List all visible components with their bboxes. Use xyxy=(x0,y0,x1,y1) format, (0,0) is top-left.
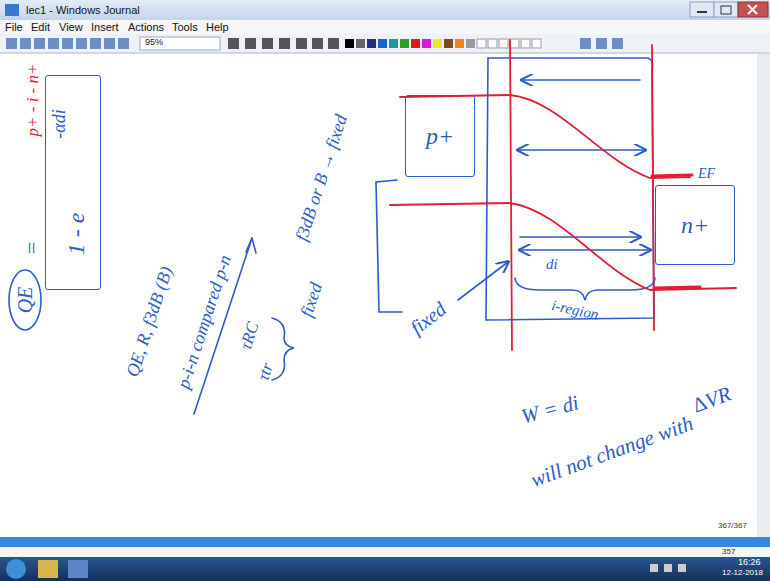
clock-time: 16:26 xyxy=(738,558,761,568)
note-text: fixed xyxy=(297,280,327,319)
menu-item: Tools xyxy=(172,21,198,33)
node-text: n+ xyxy=(681,212,709,238)
time-constant: τtr xyxy=(254,361,277,383)
page-number: 357 xyxy=(722,548,735,557)
note-text: p-i-n compared p-n xyxy=(174,253,236,392)
menu-item: Help xyxy=(206,21,229,33)
formula-symbol: QE xyxy=(14,287,36,314)
page-counter: 367/367 xyxy=(718,522,747,531)
note-text: will not change with xyxy=(528,412,697,492)
region-box: p+ xyxy=(405,95,475,177)
dimension-label: di xyxy=(546,256,558,273)
equals-sign: = xyxy=(20,241,44,256)
note-text: ∆VR xyxy=(690,383,734,418)
time-constant: τRC xyxy=(237,320,263,352)
region-box: n+ xyxy=(655,185,735,265)
zoom-value: 95% xyxy=(145,38,163,48)
menu-item: Edit xyxy=(31,21,50,33)
fermi-level-label: EF xyxy=(698,166,715,181)
node-text: p+ xyxy=(426,123,454,149)
menu-item: View xyxy=(59,21,83,33)
note-text: W = di xyxy=(519,391,581,428)
clock-date: 12-12-2018 xyxy=(722,569,763,578)
note-text: f3dB or B → fixed xyxy=(292,112,352,244)
menu-item: Actions xyxy=(128,21,164,33)
region-label: i-region xyxy=(550,297,600,323)
note-text: QE, R, f3dB (B) xyxy=(123,265,177,380)
node-text: 1 - e xyxy=(63,213,89,256)
window-title: lec1 - Windows Journal xyxy=(26,4,140,16)
note-text: fixed xyxy=(406,297,450,338)
node-text: -αdi xyxy=(50,109,70,138)
structure-note: p+ - i - n+ xyxy=(24,64,43,137)
formula-box: 1 - e -αdi xyxy=(45,75,101,290)
menu-item: Insert xyxy=(91,21,119,33)
menu-item: File xyxy=(5,21,23,33)
